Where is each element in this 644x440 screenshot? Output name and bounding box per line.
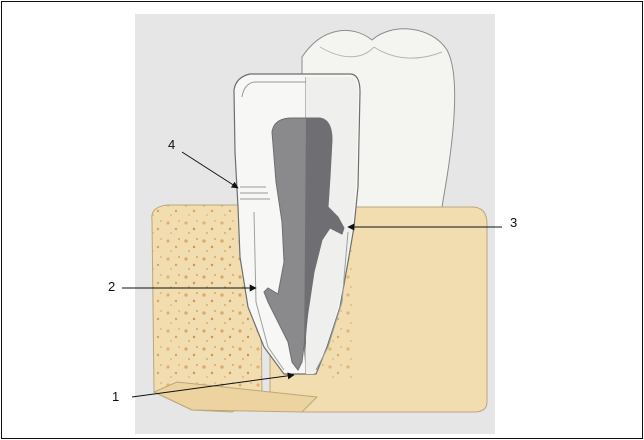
callout-label-4: 4 (168, 137, 175, 152)
callout-label-2: 2 (108, 279, 115, 294)
callout-label-3: 3 (510, 215, 517, 230)
callout-label-1: 1 (112, 389, 119, 404)
